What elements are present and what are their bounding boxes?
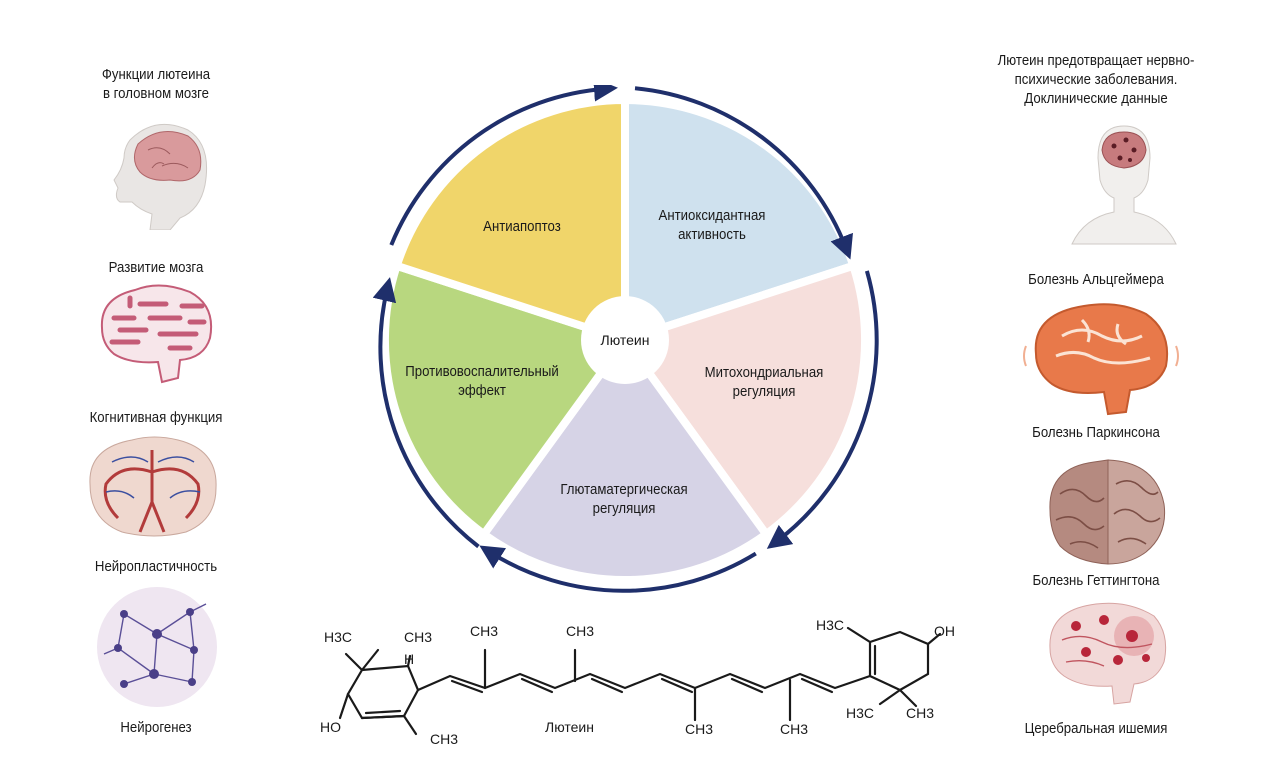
- molecule-name: Лютеин: [545, 719, 594, 735]
- ch3-group: CH3: [685, 721, 713, 737]
- left-item-label: Когнитивная функция: [89, 409, 223, 426]
- right-column-title: Лютеин предотвращает нервно- психические…: [997, 52, 1195, 107]
- brain-vessels-icon: [89, 436, 217, 537]
- wheel-center-label: Лютеин: [601, 332, 650, 348]
- left-item-label: Развитие мозга: [108, 259, 204, 276]
- segment-mitochondrial: [618, 260, 870, 540]
- segment-label: Противовоспалительный эффект: [405, 363, 559, 399]
- oh-group: OH: [934, 623, 955, 639]
- ch3-group: CH3: [906, 705, 934, 721]
- right-item-label: Церебральная ишемия: [1024, 720, 1168, 737]
- ho-group: HO: [320, 719, 341, 735]
- circuit-brain-icon: [100, 284, 212, 384]
- ch3-group: CH3: [780, 721, 808, 737]
- brain-section-icon: [1049, 459, 1166, 565]
- neuron-network-icon: [97, 587, 217, 707]
- ch3-group: CH3: [430, 731, 458, 747]
- left-item-label: Нейропластичность: [94, 558, 218, 575]
- cycle-arrow: [372, 277, 480, 549]
- lutein-wheel: Лютеин: [372, 85, 879, 593]
- cycle-arrow: [389, 85, 618, 246]
- ch3-group: CH3: [470, 623, 498, 639]
- left-item-label: Нейрогенез: [120, 719, 192, 736]
- ch3-group: CH3: [566, 623, 594, 639]
- left-column-title: Функции лютеина в головном мозге: [101, 66, 211, 102]
- segment-label: Антиоксидантная активность: [658, 207, 766, 243]
- cycle-arrow: [634, 86, 853, 260]
- right-item-label: Болезнь Геттингтона: [1032, 572, 1160, 589]
- head-brain-icon: [1071, 125, 1177, 245]
- segment-label: Митохондриальная регуляция: [704, 364, 824, 400]
- segment-glutamate: [478, 333, 772, 585]
- cycle-arrow: [766, 270, 879, 549]
- right-item-label: Болезнь Паркинсона: [1032, 424, 1160, 441]
- h3c-group: H3C: [816, 617, 844, 633]
- orange-brain-icon: [1023, 303, 1179, 416]
- segment-label: Глютаматергическая регуляция: [560, 481, 688, 517]
- h3c-group: H3C: [324, 629, 352, 645]
- segment-antiapoptosis: [391, 95, 629, 346]
- h-atom: H: [404, 651, 414, 667]
- segment-label: Антиапоптоз: [483, 218, 561, 235]
- cycle-arrow: [479, 545, 757, 593]
- right-item-label: Болезнь Альцгеймера: [1028, 271, 1164, 288]
- child-brain-icon: [113, 123, 208, 230]
- lutein-molecule: H3C CH3 H HO CH3 CH3 CH3 CH3 CH3 H3C OH …: [320, 617, 955, 747]
- ch3-group: CH3: [404, 629, 432, 645]
- ischemia-brain-icon: [1049, 602, 1167, 705]
- h3c-group: H3C: [846, 705, 874, 721]
